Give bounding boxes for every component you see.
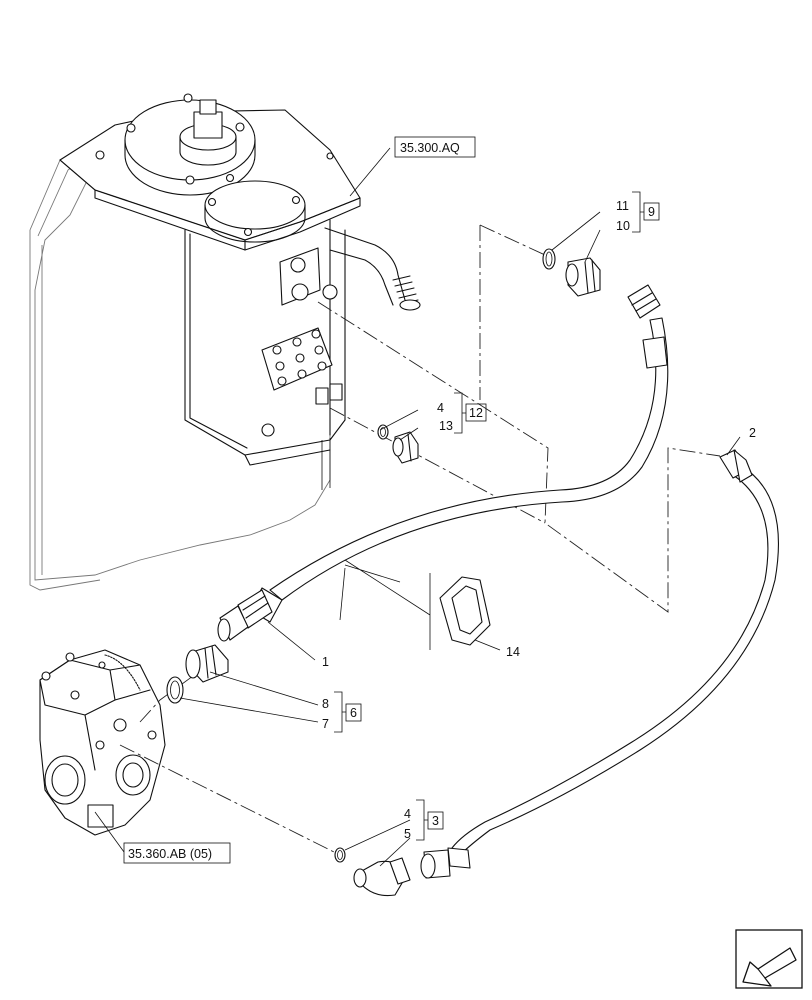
kit-box-6 bbox=[345, 703, 362, 722]
callout-1: 1 bbox=[322, 655, 329, 669]
kit-box-9 bbox=[643, 202, 660, 221]
callout-14: 14 bbox=[506, 645, 520, 659]
callout-4-upper: 4 bbox=[437, 401, 444, 415]
callout-11: 11 bbox=[616, 199, 629, 213]
hydraulic-tank bbox=[29, 93, 421, 591]
pump-reference-label[interactable]: 35.360.AB (05) bbox=[128, 847, 212, 861]
hose-assembly-2 bbox=[420, 449, 779, 879]
kit-label-12: 12 bbox=[469, 406, 483, 420]
callout-7: 7 bbox=[322, 717, 329, 731]
tank-reference-box bbox=[394, 136, 476, 158]
hose-assembly-1 bbox=[217, 284, 669, 642]
kit-box-3 bbox=[427, 811, 444, 830]
sleeve-indicator-lines bbox=[339, 559, 431, 650]
kit-label-9: 9 bbox=[648, 205, 655, 219]
callout-5: 5 bbox=[404, 827, 411, 841]
callout-2: 2 bbox=[749, 426, 756, 440]
assembly-centerlines bbox=[119, 224, 721, 856]
kit-box-12 bbox=[465, 403, 487, 422]
callout-8: 8 bbox=[322, 697, 329, 711]
callout-10: 10 bbox=[616, 219, 630, 233]
kit-label-6: 6 bbox=[350, 706, 357, 720]
next-page-arrow-icon[interactable] bbox=[735, 929, 803, 989]
pump-reference-box bbox=[123, 842, 231, 864]
fittings-and-seals bbox=[166, 248, 601, 897]
callout-4-lower: 4 bbox=[404, 807, 411, 821]
hydraulic-pump bbox=[39, 649, 166, 836]
tank-reference-label[interactable]: 35.300.AQ bbox=[400, 141, 460, 155]
callout-13: 13 bbox=[439, 419, 453, 433]
kit-label-3: 3 bbox=[432, 814, 439, 828]
callout-leaders bbox=[94, 147, 741, 867]
